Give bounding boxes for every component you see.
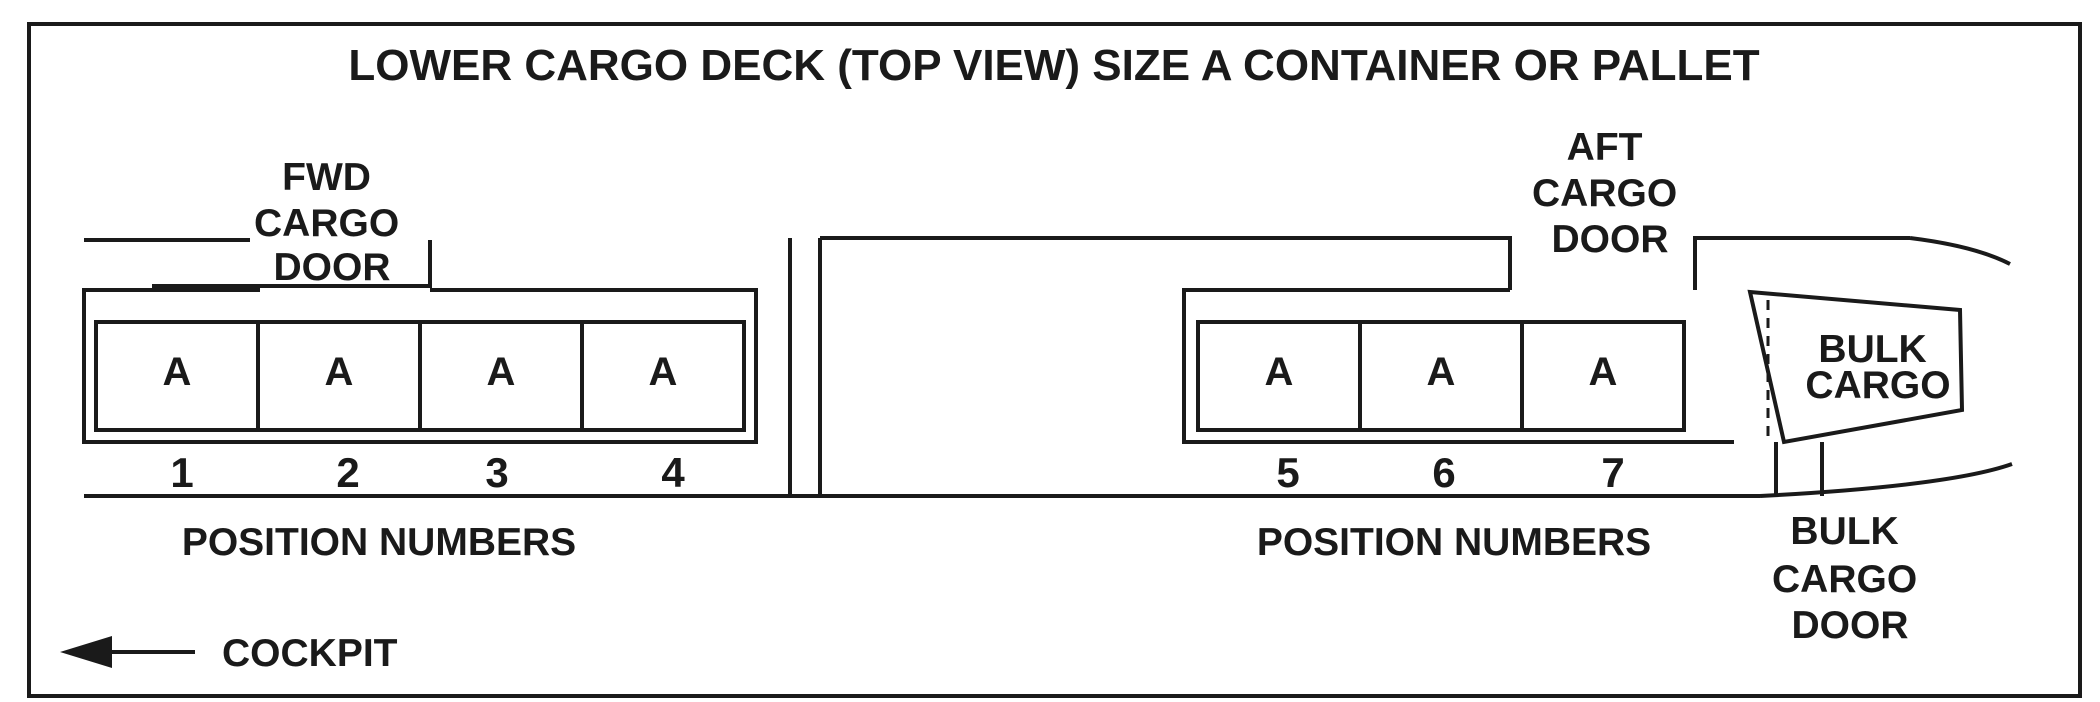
aft-door-line: AFT: [1567, 126, 1643, 169]
fwd-hold: A A A A 1 2 3 4 FWD CARGO DOOR POSITION …: [82, 156, 758, 564]
position-number: 1: [170, 449, 193, 496]
container-label: A: [487, 350, 516, 394]
center-fuselage-top: [820, 236, 1512, 290]
bulk-cargo-line: CARGO: [1805, 364, 1950, 407]
cockpit-label: COCKPIT: [222, 632, 398, 675]
bulk-cargo-line: BULK: [1818, 328, 1926, 371]
fwd-door-notch: [152, 240, 432, 288]
position-number: 2: [336, 449, 359, 496]
fwd-door-line: FWD: [282, 156, 371, 199]
arrow-left-icon: [60, 636, 112, 668]
container-label: A: [1265, 350, 1294, 394]
container-label: A: [1589, 350, 1618, 394]
position-number: 6: [1432, 449, 1455, 496]
container-label: A: [1427, 350, 1456, 394]
bulk-cargo-door-label: BULK CARGO DOOR: [1772, 510, 1928, 647]
fwd-door-line: DOOR: [274, 246, 391, 289]
diagram-title: LOWER CARGO DECK (TOP VIEW) SIZE A CONTA…: [348, 41, 1759, 90]
aft-hold-enclosure: [1182, 288, 1734, 444]
container-label: A: [649, 350, 678, 394]
aft-door-line: DOOR: [1552, 218, 1669, 261]
position-number: 3: [485, 449, 508, 496]
bulk-door-line: CARGO: [1772, 558, 1917, 601]
tail-fuselage-upper: [1909, 236, 2011, 266]
center-section: [84, 236, 1760, 498]
container-label: A: [325, 350, 354, 394]
container-slot-7: [1520, 320, 1686, 432]
position-number: 4: [661, 449, 685, 496]
bulk-door-line: BULK: [1790, 510, 1898, 553]
fwd-hold-enclosure: [82, 288, 758, 444]
cockpit-indicator: COCKPIT: [60, 632, 398, 675]
bulk-door-line: DOOR: [1792, 604, 1909, 647]
fwd-door-line: CARGO: [254, 202, 399, 245]
diagram-frame: [27, 22, 2082, 698]
fwd-container-row: A A A A: [94, 320, 746, 432]
aft-position-numbers-label: POSITION NUMBERS: [1257, 521, 1651, 564]
fwd-cargo-door-label: FWD CARGO DOOR: [254, 156, 410, 289]
aft-hold: A A A 5 6 7 AFT CARGO DOOR POSITION NUMB…: [1182, 126, 1734, 564]
position-number: 7: [1601, 449, 1624, 496]
aft-container-row: A A A: [1196, 320, 1686, 432]
container-slot-4: [580, 320, 746, 432]
container-label: A: [163, 350, 192, 394]
tail-fuselage-lower: [1759, 462, 2013, 498]
bulk-cargo-section: BULK CARGO BULK CARGO DOOR: [1693, 236, 2013, 647]
aft-cargo-door-label: AFT CARGO DOOR: [1532, 126, 1688, 261]
fwd-position-numbers-label: POSITION NUMBERS: [182, 521, 576, 564]
position-number: 5: [1276, 449, 1299, 496]
aft-door-line: CARGO: [1532, 172, 1677, 215]
bulk-cargo-label: BULK CARGO: [1805, 328, 1950, 407]
aft-door-edge-upper: [1693, 236, 1910, 290]
bulk-cargo-compartment: [1747, 289, 1965, 445]
